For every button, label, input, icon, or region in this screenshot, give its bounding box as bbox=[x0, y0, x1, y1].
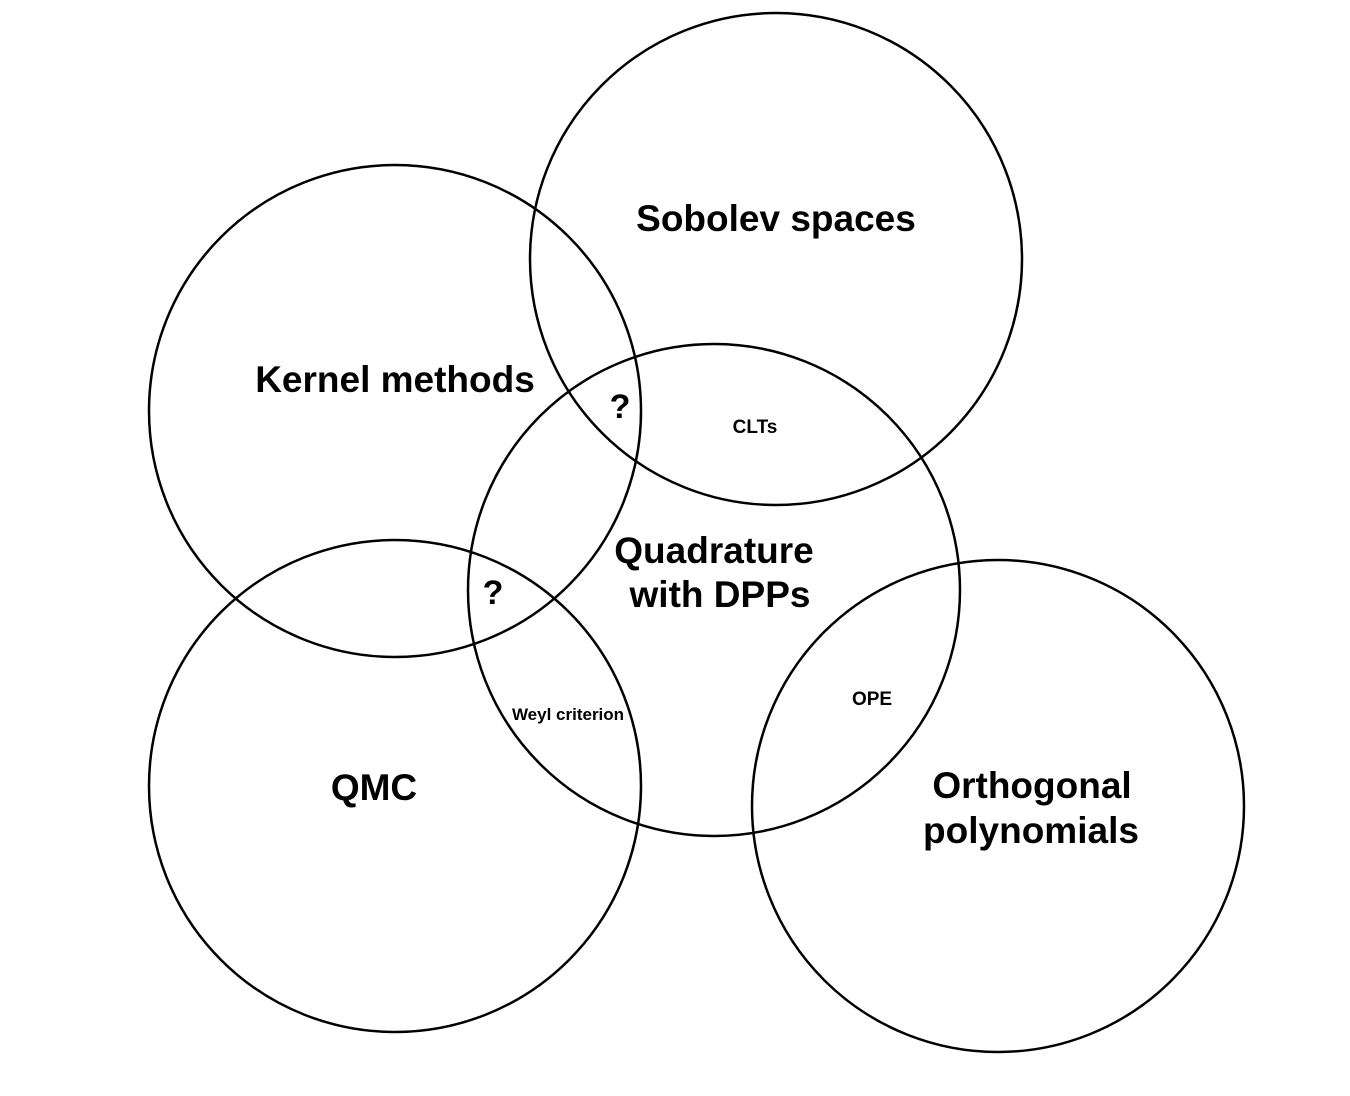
label-sobolev-spaces: Sobolev spaces bbox=[636, 198, 916, 239]
circle-qmc bbox=[147, 538, 643, 1034]
circle-kernel-methods bbox=[147, 163, 643, 659]
label-question-kernel-sobolev: ? bbox=[610, 388, 631, 426]
label-kernel-methods: Kernel methods bbox=[255, 359, 535, 400]
label-quadrature-line1: Quadrature bbox=[614, 530, 813, 571]
label-quadrature-line2: with DPPs bbox=[629, 574, 811, 615]
circle-sobolev-spaces bbox=[528, 11, 1024, 507]
label-orthogonal-line2: polynomials bbox=[923, 810, 1139, 851]
label-weyl-criterion: Weyl criterion bbox=[512, 705, 624, 724]
circle-orthogonal-polynomials bbox=[750, 558, 1246, 1054]
circle-quadrature-with-dpps bbox=[466, 342, 962, 838]
label-question-kernel-qmc: ? bbox=[483, 574, 504, 612]
label-qmc: QMC bbox=[331, 767, 417, 808]
label-ope: OPE bbox=[852, 689, 892, 710]
label-clts: CLTs bbox=[733, 417, 778, 438]
label-orthogonal-line1: Orthogonal bbox=[932, 765, 1131, 806]
